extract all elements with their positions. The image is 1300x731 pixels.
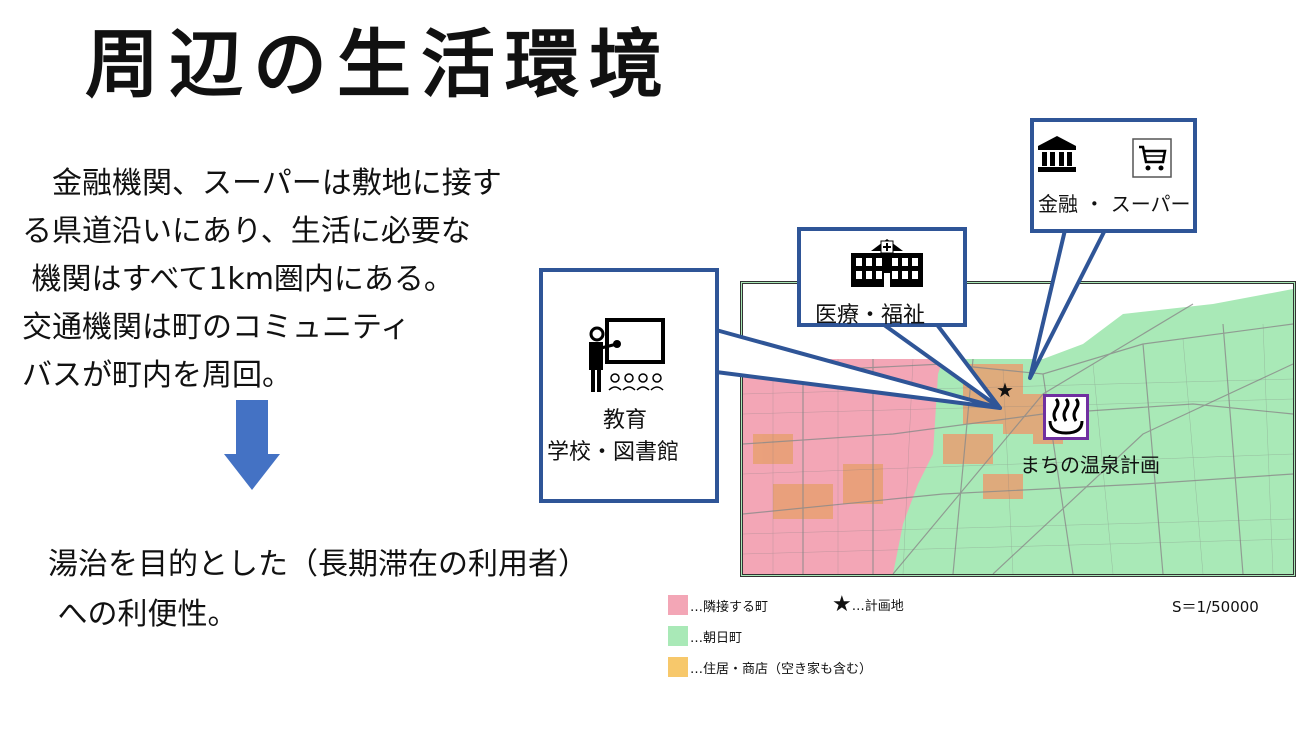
medical-callout: 医療・福祉	[797, 227, 967, 328]
page-title: 周辺の生活環境	[85, 22, 673, 108]
legend-label: …隣接する町	[690, 599, 769, 615]
shopping-cart-icon	[1132, 138, 1172, 178]
legend-housing: …住居・商店（空き家も含む）	[668, 657, 872, 677]
legend-label: …朝日町	[690, 630, 743, 646]
map-scale: S＝1/50000	[1172, 598, 1259, 616]
legend-star-icon: ★	[832, 592, 852, 617]
planned-site-star-icon: ★	[996, 378, 1014, 402]
bank-icon	[1038, 136, 1076, 172]
classroom-teacher-icon	[589, 318, 665, 392]
conclusion-text: 湯治を目的とした（長期滞在の利用者） への利便性。	[48, 547, 588, 632]
education-label-line1: 教育	[603, 408, 648, 433]
area-map	[740, 281, 1296, 577]
hospital-building-icon	[851, 239, 923, 287]
down-arrow-icon	[224, 400, 280, 490]
legend-planned-site: ★ …計画地	[832, 592, 904, 617]
legend-swatch-pink	[668, 595, 688, 615]
legend-swatch-green	[668, 626, 688, 646]
onsen-box	[1043, 394, 1089, 440]
education-callout: 教育 学校・図書館	[539, 268, 719, 503]
legend-swatch-orange	[668, 657, 688, 677]
hot-spring-icon	[1048, 397, 1084, 435]
medical-label: 医療・福祉	[815, 303, 926, 328]
legend-neighbor-town: …隣接する町	[668, 595, 768, 615]
description-text: 金融機関、スーパーは敷地に接す る県道沿いにあり、生活に必要な 機関はすべて1k…	[22, 166, 502, 393]
finance-callout: 金融 ・ スーパー	[1030, 118, 1197, 233]
education-label-line2: 学校・図書館	[547, 440, 680, 465]
legend-label: …計画地	[851, 599, 904, 614]
onsen-plan-label: まちの温泉計画	[1020, 453, 1160, 477]
legend-label: …住居・商店（空き家も含む）	[690, 661, 873, 677]
finance-label: 金融 ・ スーパー	[1038, 192, 1191, 216]
legend-asahi-town: …朝日町	[668, 626, 742, 646]
